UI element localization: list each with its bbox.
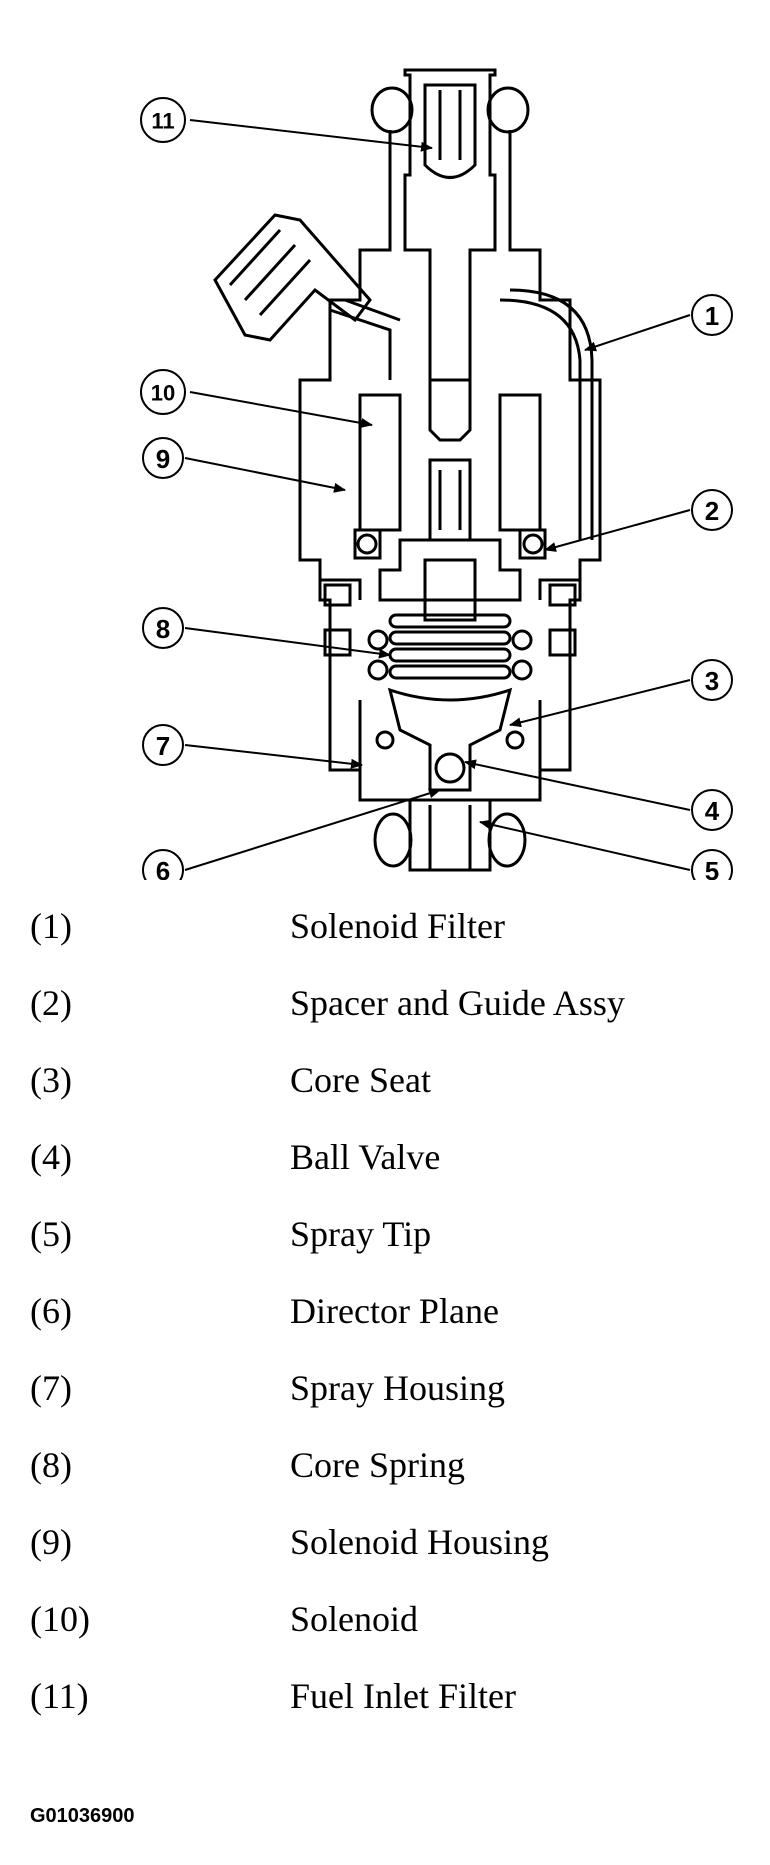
legend-row: (3) Core Seat — [0, 1059, 770, 1129]
core-seat — [387, 687, 513, 792]
callout-6: 6 — [156, 856, 170, 880]
legend-row: (10) Solenoid — [0, 1598, 770, 1668]
legend-number: (5) — [30, 1214, 72, 1254]
solenoid-coil-left — [358, 393, 402, 532]
callout-7: 7 — [156, 731, 170, 761]
electrical-connector — [213, 213, 372, 342]
callout-circles — [140, 97, 733, 880]
leader-3 — [509, 679, 691, 728]
legend-name: Spray Housing — [290, 1368, 505, 1408]
legend-name: Spray Tip — [290, 1214, 432, 1254]
callout-arrows — [184, 119, 691, 871]
legend-row: (9) Solenoid Housing — [0, 1521, 770, 1591]
legend-number: (7) — [30, 1368, 72, 1408]
inlet-cap — [403, 68, 497, 382]
bottom-o-ring-right — [487, 812, 527, 868]
leader-2 — [544, 509, 691, 552]
leader-6 — [184, 788, 441, 871]
legend-name: Spacer and Guide Assy — [290, 983, 625, 1023]
legend-name: Fuel Inlet Filter — [290, 1676, 516, 1716]
top-o-ring — [370, 86, 414, 134]
spacer-guide-left — [353, 528, 382, 560]
core-spring — [388, 613, 512, 680]
callout-2: 2 — [705, 496, 719, 526]
legend-name: Solenoid Filter — [290, 906, 505, 946]
upper-housing — [298, 130, 602, 802]
solenoid-coil-right — [498, 393, 542, 532]
leader-4 — [464, 759, 691, 811]
legend-number: (4) — [30, 1137, 72, 1177]
legend-row: (5) Spray Tip — [0, 1213, 770, 1283]
callout-8: 8 — [156, 614, 170, 644]
legend-number: (3) — [30, 1060, 72, 1100]
legend-name: Core Spring — [290, 1445, 465, 1485]
legend-row: (8) Core Spring — [0, 1444, 770, 1514]
legend-number: (9) — [30, 1522, 72, 1562]
ball-valve — [434, 752, 466, 784]
callout-10: 10 — [151, 381, 175, 406]
legend-number: (8) — [30, 1445, 72, 1485]
callout-1: 1 — [705, 301, 719, 331]
legend-number: (11) — [30, 1676, 89, 1716]
leader-7 — [184, 744, 363, 769]
legend-number: (10) — [30, 1599, 90, 1639]
leader-8 — [184, 627, 391, 659]
callout-numbers: 1 2 3 4 5 6 7 8 9 10 11 — [151, 109, 720, 881]
leader-11 — [189, 119, 433, 152]
leader-1 — [584, 314, 691, 352]
legend-number: (2) — [30, 983, 72, 1023]
injector-body — [213, 68, 602, 872]
legend-name: Director Plane — [290, 1291, 499, 1331]
legend-name: Ball Valve — [290, 1137, 441, 1177]
leader-5 — [479, 819, 691, 871]
figure-code: G01036900 — [30, 1805, 135, 1827]
legend-number: (1) — [30, 906, 72, 946]
legend-row: (1) Solenoid Filter — [0, 905, 770, 975]
spray-tip — [408, 800, 492, 872]
solenoid-filter — [499, 298, 582, 540]
legend-row: (2) Spacer and Guide Assy — [0, 982, 770, 1052]
leader-9 — [184, 457, 346, 493]
legend-name: Solenoid Housing — [290, 1522, 550, 1562]
fuel-injector-diagram: 1 2 3 4 5 6 7 8 9 10 11 — [140, 68, 733, 881]
legend-name: Solenoid — [290, 1599, 419, 1639]
legend-row: (11) Fuel Inlet Filter — [0, 1675, 770, 1745]
legend-row: (4) Ball Valve — [0, 1136, 770, 1206]
callout-5: 5 — [705, 856, 719, 880]
callout-3: 3 — [705, 666, 719, 696]
bottom-o-ring-left — [373, 812, 413, 868]
legend-row: (6) Director Plane — [0, 1290, 770, 1360]
legend-row: (7) Spray Housing — [0, 1367, 770, 1437]
leader-10 — [189, 391, 373, 428]
top-o-ring-right — [486, 86, 530, 134]
armature — [428, 380, 472, 442]
callout-4: 4 — [705, 796, 720, 826]
callout-11: 11 — [151, 109, 174, 134]
legend-name: Core Seat — [290, 1060, 431, 1100]
legend-number: (6) — [30, 1291, 72, 1331]
fuel-inlet-filter — [423, 83, 477, 179]
callout-9: 9 — [156, 444, 170, 474]
